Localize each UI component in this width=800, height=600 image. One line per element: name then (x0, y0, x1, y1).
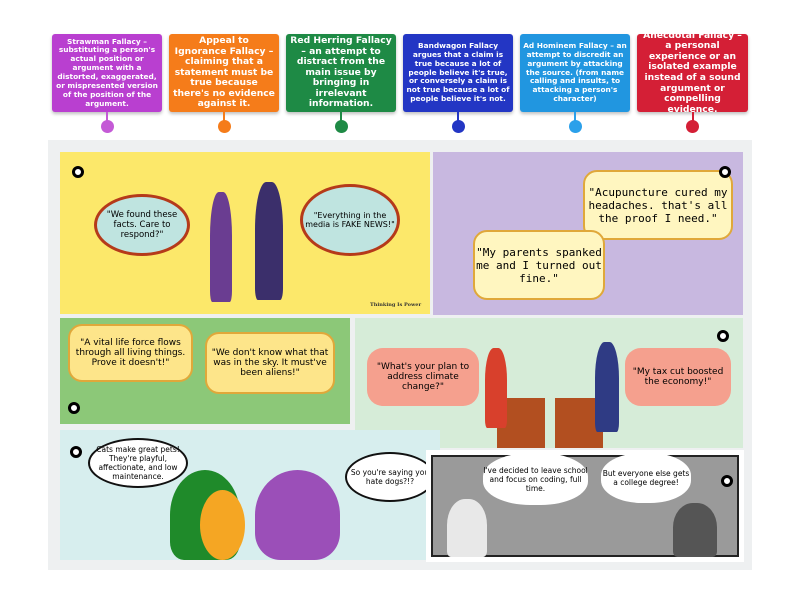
politician-figure (255, 182, 283, 300)
pin-handle[interactable] (568, 120, 582, 133)
image-panel-bandwagon: I've decided to leave school and focus o… (426, 450, 744, 562)
pin-handle[interactable] (686, 120, 699, 133)
image-panel-anecdotal: "Acupuncture cured my headaches. that's … (433, 152, 743, 315)
drop-target[interactable] (72, 166, 84, 178)
card-label: Anecdotal Fallacy – a personal experienc… (643, 29, 742, 115)
image-panel-red-herring-2: "What's your plan to address climate cha… (355, 318, 743, 448)
speech-bubble: "My tax cut boosted the economy!" (625, 348, 731, 406)
card-appeal-to-ignorance[interactable]: Appeal to Ignorance Fallacy – claiming t… (169, 34, 279, 112)
speech-bubble: "We found these facts. Care to respond?" (94, 194, 190, 256)
card-label: Appeal to Ignorance Fallacy – claiming t… (173, 34, 275, 110)
pin-handle[interactable] (334, 120, 348, 133)
pin-stem (457, 112, 459, 122)
card-bandwagon[interactable]: Bandwagon Fallacy argues that a claim is… (403, 34, 513, 112)
card-anecdotal[interactable]: Anecdotal Fallacy – a personal experienc… (637, 30, 748, 115)
drop-target[interactable] (70, 446, 82, 458)
pin-handle[interactable] (217, 120, 231, 133)
drop-target[interactable] (719, 166, 731, 178)
person-with-dog-figure (255, 470, 340, 560)
logo-text: Thinking Is Power (370, 302, 422, 308)
image-panel-appeal-to-ignorance: "A vital life force flows through all li… (60, 318, 350, 424)
pin-stem (691, 112, 694, 122)
pin-stem (340, 112, 342, 122)
speech-bubble: So you're saying you hate dogs?!? (345, 452, 435, 502)
pin-handle[interactable] (451, 120, 465, 133)
speaker-figure (595, 342, 619, 432)
drop-target[interactable] (68, 402, 80, 414)
speech-bubble: "A vital life force flows through all li… (68, 324, 193, 382)
speech-bubble: "Everything in the media is FAKE NEWS!" (300, 184, 400, 256)
speech-bubble: "Acupuncture cured my headaches. that's … (583, 170, 733, 240)
reporter-figure (210, 192, 232, 302)
boy-figure (447, 499, 487, 557)
pin-stem (223, 112, 225, 122)
speech-bubble: "What's your plan to address climate cha… (367, 348, 479, 406)
card-label: Strawman Fallacy – substituting a person… (56, 36, 158, 108)
speech-bubble: "We don't know what that was in the sky.… (205, 332, 335, 394)
drop-board: "We found these facts. Care to respond?"… (48, 140, 752, 570)
drop-target[interactable] (717, 330, 729, 342)
card-label: Bandwagon Fallacy argues that a claim is… (406, 40, 510, 104)
card-red-herring[interactable]: Red Herring Fallacy – an attempt to dist… (286, 34, 396, 112)
image-panel-strawman: Cats make great pets! They're playful, a… (60, 430, 440, 560)
pin-stem (574, 112, 576, 122)
comic-frame: I've decided to leave school and focus o… (431, 453, 739, 557)
speech-bubble: "My parents spanked me and I turned out … (473, 230, 605, 300)
speaker-figure (485, 348, 507, 428)
card-label: Red Herring Fallacy – an attempt to dist… (290, 34, 392, 110)
card-strawman[interactable]: Strawman Fallacy – substituting a person… (52, 34, 162, 112)
card-label: Ad Hominem Fallacy – an attempt to discr… (523, 40, 627, 104)
card-ad-hominem[interactable]: Ad Hominem Fallacy – an attempt to discr… (520, 34, 630, 112)
image-panel-red-herring: "We found these facts. Care to respond?"… (60, 152, 430, 314)
pin-stem (106, 112, 108, 122)
drop-target[interactable] (721, 475, 733, 487)
cat-figure (200, 490, 245, 560)
woman-figure (673, 503, 717, 557)
speech-bubble: I've decided to leave school and focus o… (483, 453, 588, 505)
speech-bubble: Cats make great pets! They're playful, a… (88, 438, 188, 488)
speech-bubble: But everyone else gets a college degree! (601, 453, 691, 503)
pin-handle[interactable] (100, 120, 114, 133)
